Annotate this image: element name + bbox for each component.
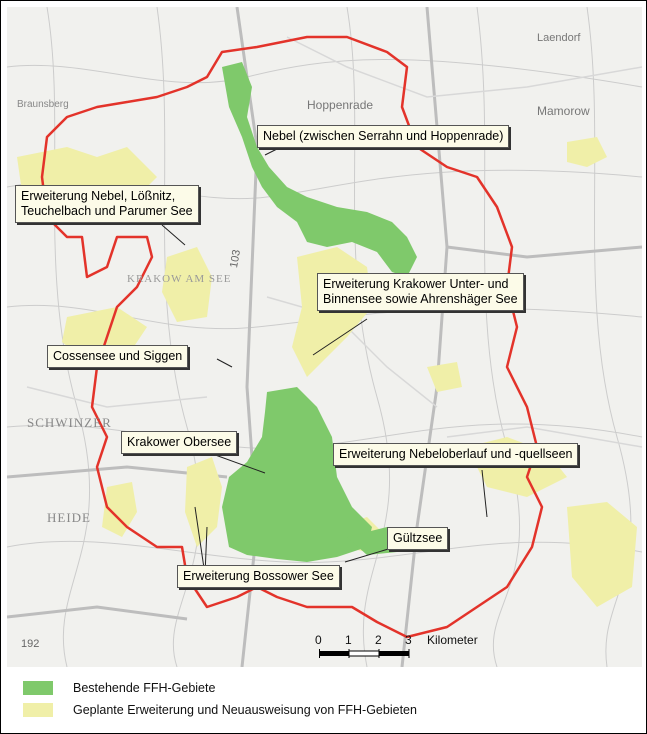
place-hoppenrade: Hoppenrade xyxy=(307,98,373,112)
road-103: 103 xyxy=(228,249,243,269)
label-krakower-unter: Erweiterung Krakower Unter- und Binnense… xyxy=(317,273,524,311)
scale-tick-2: 2 xyxy=(375,633,382,647)
label-bossower: Erweiterung Bossower See xyxy=(177,565,340,588)
map-canvas: Laendorf Hoppenrade Mamorow Braunsberg S… xyxy=(7,7,642,667)
legend-existing-label: Bestehende FFH-Gebiete xyxy=(73,681,216,695)
label-gueltzsee-text: Gültzsee xyxy=(393,531,443,545)
legend: Bestehende FFH-Gebiete Geplante Erweiter… xyxy=(23,679,623,729)
legend-planned: Geplante Erweiterung und Neuausweisung v… xyxy=(23,701,417,719)
label-erweiterung-nebel-line2: Teuchelbach und Parumer See xyxy=(21,204,193,218)
ffh-boundary xyxy=(40,35,544,639)
label-krakower-obersee-text: Krakower Obersee xyxy=(127,435,232,449)
label-krakower-obersee: Krakower Obersee xyxy=(121,431,238,454)
legend-existing: Bestehende FFH-Gebiete xyxy=(23,679,215,697)
legend-planned-label: Geplante Erweiterung und Neuausweisung v… xyxy=(73,703,417,717)
legend-planned-swatch xyxy=(23,703,53,717)
road-192: 192 xyxy=(21,638,39,650)
scale-graphic xyxy=(319,649,410,658)
leader-lines xyxy=(161,144,488,576)
label-bossower-text: Erweiterung Bossower See xyxy=(183,569,334,583)
label-erweiterung-nebel: Erweiterung Nebel, Lößnitz, Teuchelbach … xyxy=(15,185,199,223)
label-nebeloberlauf: Erweiterung Nebeloberlauf und -quellseen xyxy=(333,443,579,466)
scale-tick-1: 1 xyxy=(345,633,352,647)
label-erweiterung-nebel-line1: Erweiterung Nebel, Lößnitz, xyxy=(21,189,176,203)
label-nebel-text: Nebel (zwischen Serrahn und Hoppenrade) xyxy=(263,129,504,143)
place-krakow: KRAKOW AM SEE xyxy=(127,273,231,285)
label-cossensee-text: Cossensee und Siggen xyxy=(53,349,183,363)
label-nebel: Nebel (zwischen Serrahn und Hoppenrade) xyxy=(257,125,510,148)
place-mamorow: Mamorow xyxy=(537,104,590,118)
scale-unit: Kilometer xyxy=(427,633,478,647)
label-krakower-unter-line1: Erweiterung Krakower Unter- und xyxy=(323,277,509,291)
label-gueltzsee: Gültzsee xyxy=(387,527,449,550)
label-nebeloberlauf-text: Erweiterung Nebeloberlauf und -quellseen xyxy=(339,447,573,461)
map-area: Laendorf Hoppenrade Mamorow Braunsberg S… xyxy=(7,7,642,667)
label-cossensee: Cossensee und Siggen xyxy=(47,345,189,368)
label-krakower-unter-line2: Binnensee sowie Ahrenshäger See xyxy=(323,292,518,306)
place-schwinzer: SCHWINZER xyxy=(27,415,112,430)
place-braunsberg: Braunsberg xyxy=(17,99,69,110)
scale-tick-0: 0 xyxy=(315,633,322,647)
place-laendorf: Laendorf xyxy=(537,32,581,44)
place-heide: HEIDE xyxy=(47,510,91,525)
scale-tick-3: 3 xyxy=(405,633,412,647)
legend-existing-swatch xyxy=(23,681,53,695)
